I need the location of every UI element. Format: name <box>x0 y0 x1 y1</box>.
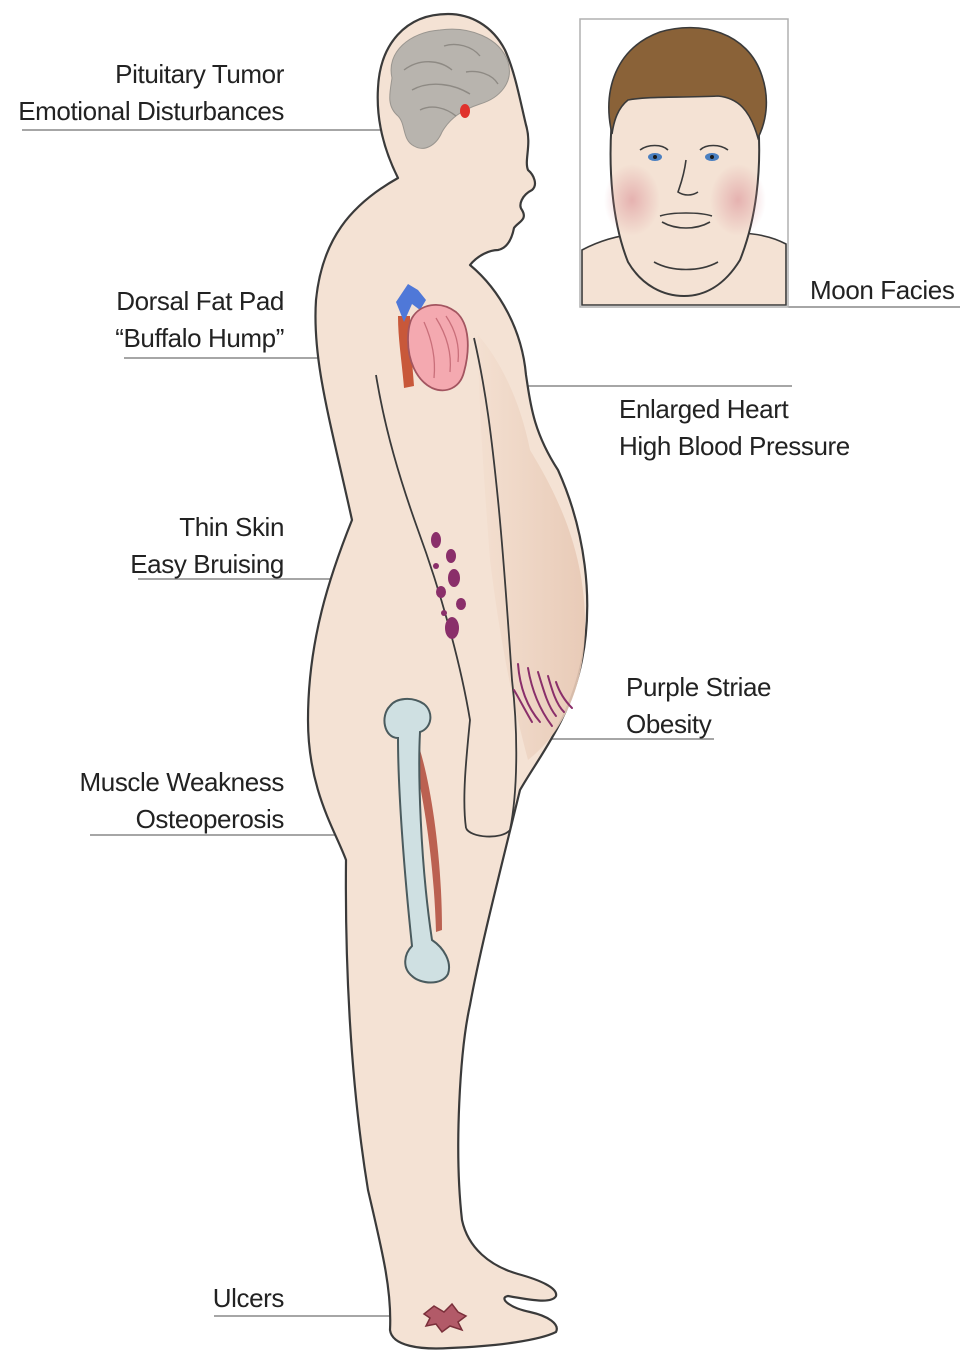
label-muscle: Muscle Weakness Osteoperosis <box>80 764 285 838</box>
label-thin-skin-line1: Thin Skin <box>130 509 284 546</box>
label-dorsal-fat-pad: Dorsal Fat Pad “Buffalo Hump” <box>115 283 284 357</box>
label-striae-line1: Purple Striae <box>626 669 771 706</box>
label-striae: Purple Striae Obesity <box>626 669 771 743</box>
moon-facies-inset <box>580 19 788 307</box>
label-heart: Enlarged Heart High Blood Pressure <box>619 391 850 465</box>
label-striae-line2: Obesity <box>626 706 771 743</box>
label-thin-skin: Thin Skin Easy Bruising <box>130 509 284 583</box>
label-moon-facies-line1: Moon Facies <box>810 272 954 309</box>
label-ulcers: Ulcers <box>213 1280 284 1317</box>
label-muscle-line1: Muscle Weakness <box>80 764 285 801</box>
label-pituitary: Pituitary Tumor Emotional Disturbances <box>18 56 284 130</box>
label-ulcers-line1: Ulcers <box>213 1280 284 1317</box>
label-dorsal-fat-pad-line2: “Buffalo Hump” <box>115 320 284 357</box>
label-moon-facies: Moon Facies <box>810 272 954 309</box>
label-heart-line2: High Blood Pressure <box>619 428 850 465</box>
pituitary-tumor-dot <box>460 104 470 118</box>
label-dorsal-fat-pad-line1: Dorsal Fat Pad <box>115 283 284 320</box>
label-heart-line1: Enlarged Heart <box>619 391 850 428</box>
label-muscle-line2: Osteoperosis <box>80 801 285 838</box>
label-pituitary-line1: Pituitary Tumor <box>18 56 284 93</box>
label-pituitary-line2: Emotional Disturbances <box>18 93 284 130</box>
label-thin-skin-line2: Easy Bruising <box>130 546 284 583</box>
